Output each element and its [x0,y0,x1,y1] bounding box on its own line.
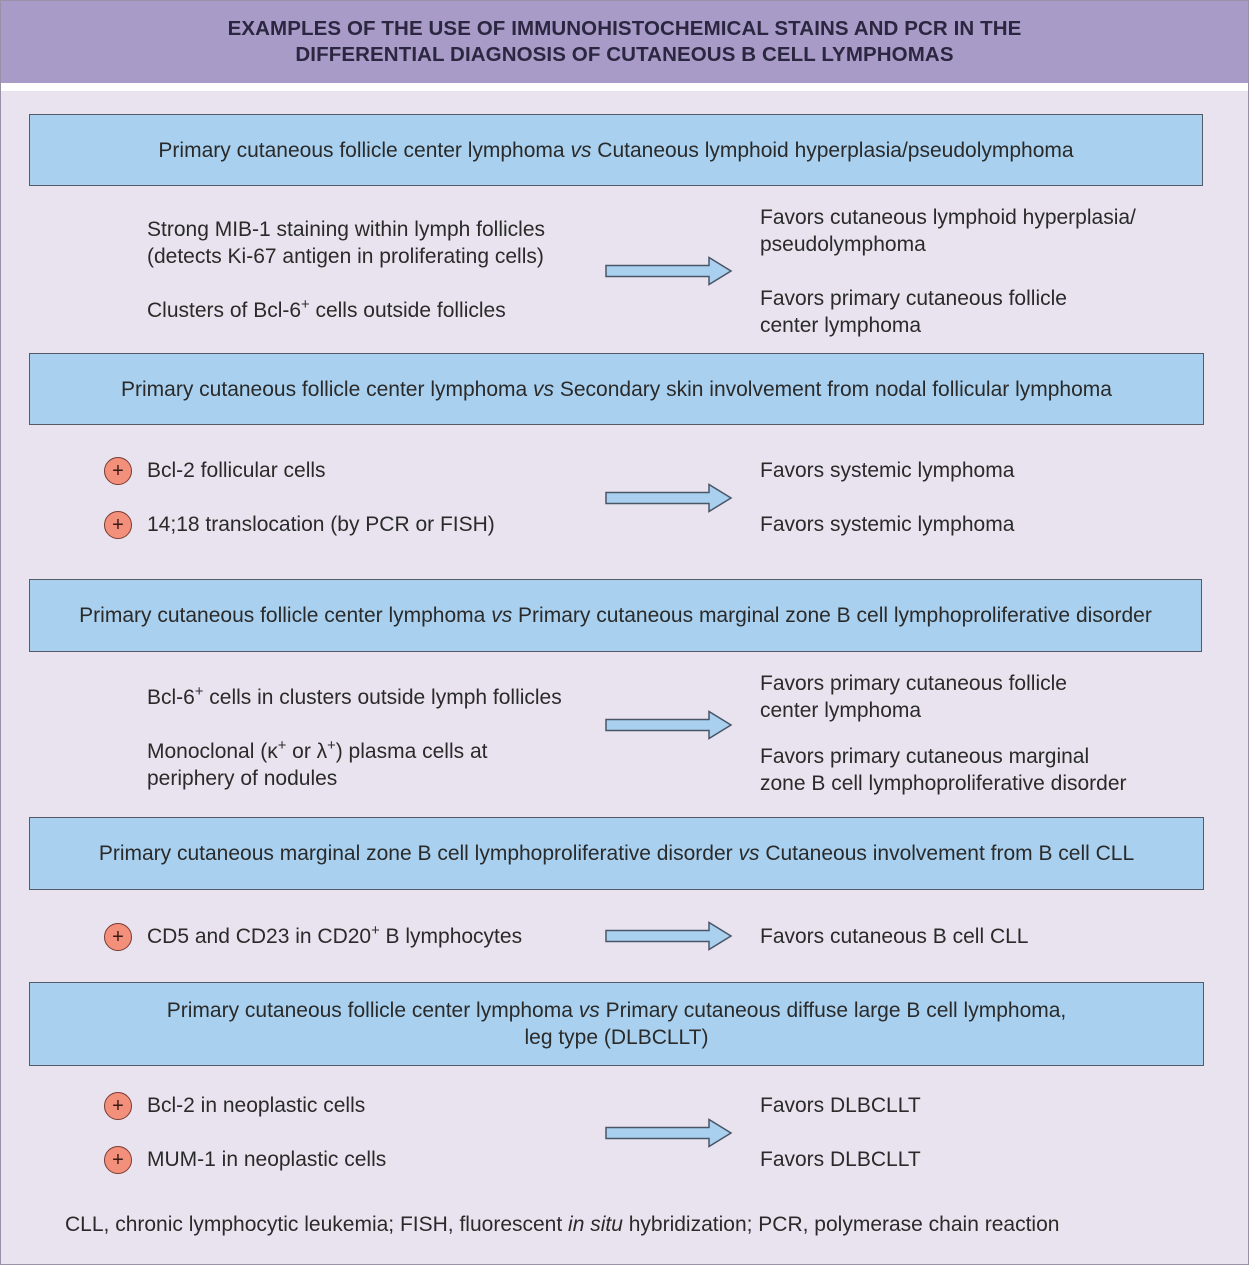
section-4-header: Primary cutaneous marginal zone B cell l… [29,817,1204,890]
right-arrow-icon [605,710,733,740]
section-4-finding-1-text-end: B lymphocytes [379,925,523,948]
section-5-header-vs: vs [578,999,600,1022]
plus-marker-text: + [112,460,124,482]
plus-circle-icon: + [104,511,132,539]
section-3-finding-1-text: Bcl-6 [147,686,195,709]
section-4-header-vs: vs [738,842,760,865]
section-2-header-b: Secondary skin involvement from nodal fo… [559,377,1112,401]
title-divider [1,83,1248,91]
section-2-finding-2: 14;18 translocation (by PCR or FISH) [147,513,495,536]
section-3-result-2: Favors primary cutaneous marginal zone B… [760,743,1127,797]
section-3-header-a: Primary cutaneous follicle center lympho… [79,604,486,627]
section-3-header-b: Primary cutaneous marginal zone B cell l… [518,604,1152,627]
footnote-text: CLL, chronic lymphocytic leukemia; FISH,… [65,1213,569,1236]
right-arrow-icon [605,1118,733,1148]
right-arrow-icon [605,921,733,951]
section-3-result-1: Favors primary cutaneous follicle center… [760,670,1067,724]
plus-marker-text: + [112,1149,124,1171]
section-2-header-a: Primary cutaneous follicle center lympho… [121,377,528,401]
plus-circle-icon: + [104,1092,132,1120]
footnote-italic: in situ [568,1213,623,1236]
section-2-result-2: Favors systemic lymphoma [760,513,1015,536]
section-1-result-1-line-2: pseudolymphoma [760,233,926,256]
section-4-finding-1-sup: + [371,922,380,939]
section-1-finding-1-line-2: (detects Ki-67 antigen in proliferating … [147,245,544,268]
section-1-header: Primary cutaneous follicle center lympho… [29,114,1203,186]
section-5-result-1: Favors DLBCLLT [760,1094,921,1117]
plus-circle-icon: + [104,923,132,951]
right-arrow-icon [605,483,733,513]
section-5-header-a: Primary cutaneous follicle center lympho… [166,999,573,1022]
plus-marker-text: + [112,514,124,536]
section-4-header-b: Cutaneous involvement from B cell CLL [765,842,1135,865]
section-5-header: Primary cutaneous follicle center lympho… [29,982,1204,1066]
section-1-result-2-line-2: center lymphoma [760,314,922,337]
footnote: CLL, chronic lymphocytic leukemia; FISH,… [65,1211,1059,1238]
section-4-finding-1-text: CD5 and CD23 in CD20 [147,925,372,948]
plus-marker-text: + [112,1095,124,1117]
section-4-header-a: Primary cutaneous marginal zone B cell l… [98,842,733,865]
section-3-finding-2-part-2: or λ [286,740,328,763]
section-4-finding-1: CD5 and CD23 in CD20+ B lymphocytes [147,923,522,950]
section-1-finding-2-sup: + [301,296,310,313]
section-2-header: Primary cutaneous follicle center lympho… [29,353,1204,425]
section-1-result-1-line-1: Favors cutaneous lymphoid hyperplasia/ [760,206,1136,229]
right-arrow-icon [605,256,733,286]
section-3-finding-2-line-1: Monoclonal (κ+ or λ+) plasma cells at [147,738,487,765]
section-3-finding-2-line-2: periphery of nodules [147,767,338,790]
section-1-finding-1-line-1: Strong MIB-1 staining within lymph folli… [147,218,545,241]
section-3-header: Primary cutaneous follicle center lympho… [29,579,1202,652]
section-3-result-2-line-1: Favors primary cutaneous marginal [760,745,1090,768]
section-5-header-b: Primary cutaneous diffuse large B cell l… [605,999,1067,1022]
section-1-finding-1: Strong MIB-1 staining within lymph folli… [147,216,545,270]
section-3-finding-1: Bcl-6+ cells in clusters outside lymph f… [147,684,562,711]
section-3-finding-2-sup-2: + [327,737,336,754]
section-1-finding-2: Clusters of Bcl-6+ cells outside follicl… [147,297,506,324]
section-4-result-1: Favors cutaneous B cell CLL [760,925,1029,948]
section-5-finding-1: Bcl-2 in neoplastic cells [147,1094,366,1117]
section-1-header-vs: vs [570,138,592,162]
title-bar: EXAMPLES OF THE USE OF IMMUNOHISTOCHEMIC… [1,1,1248,83]
title-line-2: DIFFERENTIAL DIAGNOSIS OF CUTANEOUS B CE… [295,43,954,66]
section-3-finding-2-part-1: Monoclonal (κ [147,740,278,763]
section-3-finding-1-sup: + [194,683,204,700]
section-3-result-1-line-1: Favors primary cutaneous follicle [760,672,1067,695]
section-3-finding-2: Monoclonal (κ+ or λ+) plasma cells at pe… [147,738,487,792]
section-3-finding-2-part-3: ) plasma cells at [335,740,488,763]
section-2-finding-1: Bcl-2 follicular cells [147,459,326,482]
section-3-result-2-line-2: zone B cell lymphoproliferative disorder [760,772,1127,795]
section-5-header-line-2: leg type (DLBCLLT) [524,1026,709,1049]
footnote-text-end: hybridization; PCR, polymerase chain rea… [622,1213,1060,1236]
plus-marker-text: + [112,926,124,948]
section-3-finding-2-sup-1: + [277,737,287,754]
section-3-finding-1-text-end: cells in clusters outside lymph follicle… [203,686,562,709]
section-1-finding-2-text: Clusters of Bcl-6 [147,299,302,322]
section-1-result-2-line-1: Favors primary cutaneous follicle [760,287,1067,310]
title-line-1: EXAMPLES OF THE USE OF IMMUNOHISTOCHEMIC… [227,17,1022,40]
section-3-header-vs: vs [491,604,513,627]
section-3-result-1-line-2: center lymphoma [760,699,922,722]
plus-circle-icon: + [104,457,132,485]
section-5-finding-2: MUM-1 in neoplastic cells [147,1148,387,1171]
section-5-header-line-1: Primary cutaneous follicle center lympho… [167,997,1067,1024]
section-5-result-2: Favors DLBCLLT [760,1148,921,1171]
section-1-result-2: Favors primary cutaneous follicle center… [760,285,1067,339]
plus-circle-icon: + [104,1146,132,1174]
section-1-result-1: Favors cutaneous lymphoid hyperplasia/ p… [760,204,1136,258]
section-1-header-b: Cutaneous lymphoid hyperplasia/pseudolym… [597,138,1074,162]
section-2-header-vs: vs [533,377,555,401]
section-1-header-a: Primary cutaneous follicle center lympho… [158,138,565,162]
section-2-result-1: Favors systemic lymphoma [760,459,1015,482]
section-1-finding-2-text-end: cells outside follicles [309,299,506,322]
